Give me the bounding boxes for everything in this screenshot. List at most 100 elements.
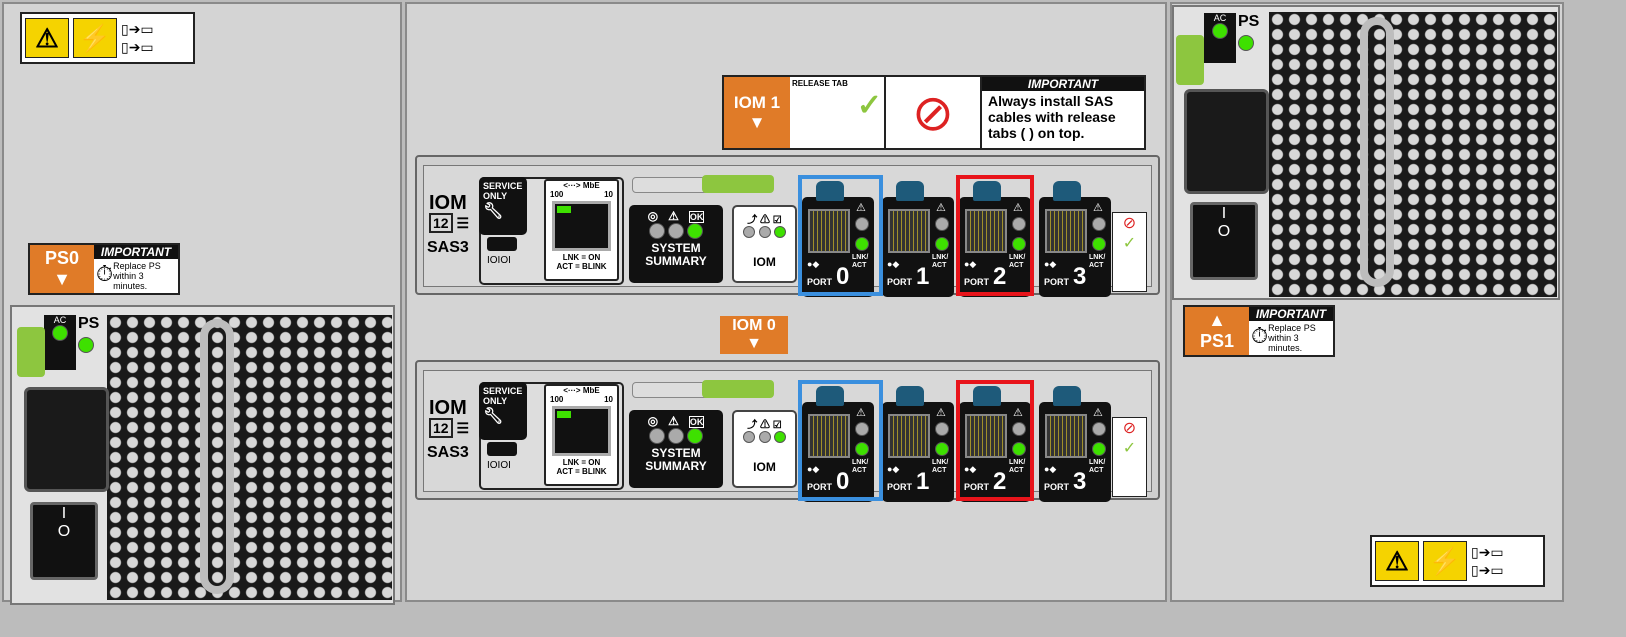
port-dots-icon: ●◆: [807, 259, 820, 269]
iom0-name: IOM 0: [732, 317, 776, 334]
fault-icon: ⚠: [936, 202, 946, 214]
warning-icon: ⚠: [1375, 541, 1419, 581]
port-dots-icon: ●◆: [1044, 464, 1057, 474]
port-2-highlight: [956, 175, 1034, 296]
iom-title: IOM: [429, 397, 467, 419]
sas-connector[interactable]: [965, 414, 1007, 458]
stopwatch-icon: ⏱: [1251, 323, 1269, 348]
port-fault-led: [855, 217, 869, 231]
sas-connector[interactable]: [1045, 414, 1087, 458]
speed-10: 10: [604, 395, 613, 404]
psu-handle[interactable]: [1360, 17, 1394, 287]
release-latch[interactable]: [1176, 35, 1204, 85]
release-tab-icon: [1053, 181, 1081, 201]
ok-icon: OK: [688, 211, 705, 223]
sas-connector[interactable]: [888, 414, 930, 458]
usb-port[interactable]: [487, 442, 517, 456]
sas-connector[interactable]: [888, 209, 930, 253]
ok-led: [687, 428, 704, 444]
sas-port-3[interactable]: ⚠ LNK/ ACT ●◆ PORT 3: [1039, 181, 1111, 297]
sas-port-0[interactable]: ⚠ LNK/ ACT ●◆ PORT 0: [802, 386, 874, 502]
port-number: 1: [916, 468, 930, 495]
sas-lanes-icon: 12 ☰: [429, 213, 469, 233]
port-number: 2: [993, 263, 1007, 290]
warning-label: ⚠ ⚡ ▯➔▭▯➔▭: [20, 12, 195, 64]
iom-0-module[interactable]: IOM 12 ☰ SAS3 SERVICE ONLY🔧︎ IOIOI <···>…: [415, 360, 1160, 502]
release-latch[interactable]: [702, 380, 774, 398]
port-0-highlight: [798, 175, 883, 296]
sas-connector[interactable]: [808, 209, 850, 253]
sas-port-2[interactable]: ⚠ LNK/ ACT ●◆ PORT 2: [959, 386, 1031, 502]
switch-off-mark: O: [1217, 223, 1231, 240]
sas-port-2[interactable]: ⚠ LNK/ ACT ●◆ PORT 2: [959, 181, 1031, 297]
port-word: PORT: [807, 482, 833, 492]
switch-on-mark: I: [61, 505, 67, 522]
sas-port-1[interactable]: ⚠ LNK/ ACT ●◆ PORT 1: [882, 181, 954, 297]
release-latch[interactable]: [17, 327, 45, 377]
release-tab-icon: [816, 386, 844, 406]
port-fault-led: [935, 422, 949, 436]
release-tab-correct-icon: RELEASE TAB✓: [790, 77, 886, 148]
switch-on-mark: I: [1221, 205, 1227, 222]
ok-icon: OK: [688, 416, 705, 428]
sas-port-1[interactable]: ⚠ LNK/ ACT ●◆ PORT 1: [882, 386, 954, 502]
psu-handle[interactable]: [200, 319, 234, 594]
port-link-led: [935, 237, 949, 251]
port-number: 1: [916, 263, 930, 290]
ac-label: AC: [1213, 13, 1227, 23]
system-summary-panel: ◎ ⚠ OK SYSTEM SUMMARY: [629, 205, 723, 283]
sas-label: SAS3: [427, 239, 469, 256]
lnk-legend: LNK = ON: [562, 458, 601, 467]
usb-port[interactable]: [487, 237, 517, 251]
important-header: IMPORTANT: [1249, 307, 1333, 321]
iom-ok-led: [773, 431, 786, 443]
iom1-label: IOM 1▼ RELEASE TAB✓ ⊘ IMPORTANT Always i…: [722, 75, 1146, 150]
iom0-label: IOM 0▼: [720, 316, 788, 354]
sas-connector[interactable]: [965, 209, 1007, 253]
down-arrow-icon: ▼: [748, 112, 766, 132]
ok-led: [687, 223, 704, 239]
speed-100: 100: [550, 190, 564, 199]
release-latch[interactable]: [702, 175, 774, 193]
port-word: PORT: [964, 482, 990, 492]
remove-led: [743, 226, 756, 238]
ethernet-port[interactable]: [552, 406, 611, 456]
iom-1-module[interactable]: IOM 12 ☰ SAS3 SERVICE ONLY🔧︎ IOIOI <···>…: [415, 155, 1160, 297]
service-text: SERVICE ONLY: [483, 386, 523, 406]
important-header: IMPORTANT: [982, 77, 1144, 91]
fault-icon: ⚠: [1093, 407, 1103, 419]
usb-serial-label: IOIOI: [487, 255, 511, 266]
service-only-label: SERVICE ONLY🔧︎: [479, 382, 527, 440]
power-socket: [1184, 89, 1269, 194]
sas-instruction: Always install SAS cables with release t…: [988, 93, 1116, 141]
down-arrow-icon: ▼: [746, 335, 762, 352]
release-tab-icon: [973, 181, 1001, 201]
iom-fault-led: [758, 226, 771, 238]
iom-status-panel: ⤴ ⚠ ☑ IOM: [732, 205, 797, 283]
prohibited-icon: ⊘: [886, 77, 982, 148]
iom-title: IOM: [429, 192, 467, 214]
port-word: PORT: [807, 277, 833, 287]
port-link-led: [1092, 237, 1106, 251]
mbe-label: <···> MbE: [563, 181, 600, 190]
lanes-count: 12: [429, 418, 453, 438]
release-tab-icon: [896, 181, 924, 201]
port-number: 0: [836, 468, 850, 495]
sas-label: SAS3: [427, 444, 469, 461]
iom-fault-led: [758, 431, 771, 443]
port-dots-icon: ●◆: [1044, 259, 1057, 269]
ethernet-port[interactable]: [552, 201, 611, 251]
port-fault-led: [1012, 217, 1026, 231]
sas-port-0[interactable]: ⚠ LNK/ ACT ●◆ PORT 0: [802, 181, 874, 297]
sas-connector[interactable]: [808, 414, 850, 458]
sas-port-3[interactable]: ⚠ LNK/ ACT ●◆ PORT 3: [1039, 386, 1111, 502]
sas-connector[interactable]: [1045, 209, 1087, 253]
speed-100: 100: [550, 395, 564, 404]
service-text: SERVICE ONLY: [483, 181, 523, 201]
ps1-label: ▲PS1 IMPORTANT ⏱Replace PS within 3 minu…: [1183, 305, 1335, 357]
